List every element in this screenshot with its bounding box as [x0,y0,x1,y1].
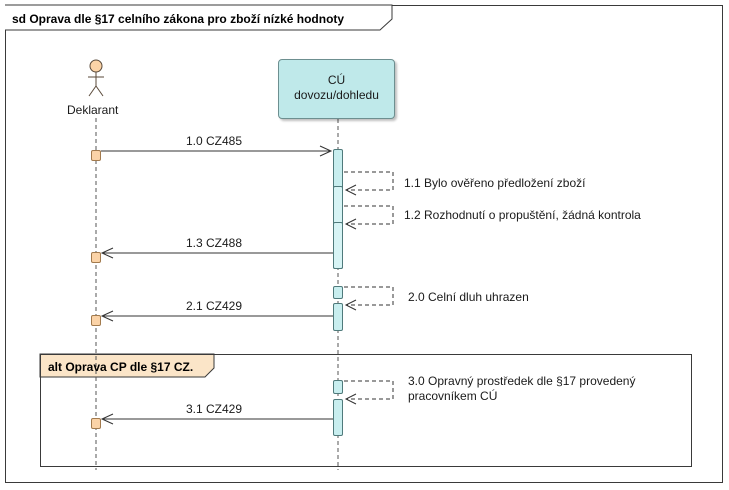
message-3-0-self-arrow [344,380,394,400]
message-3-1-arrow [100,413,333,425]
cu-activation-3-1 [333,399,343,436]
cu-lifeline-name: CÚ [327,73,346,87]
cu-activation-1-2 [333,222,343,269]
actor-activation-3-1 [91,418,101,429]
message-2-0-self-arrow [344,286,394,306]
message-1-1-label: 1.1 Bylo ověřeno předložení zboží [404,176,586,190]
cu-activation-2-1 [333,303,343,331]
message-3-0-label-line2: pracovníkem CÚ [408,389,498,403]
message-3-1-label: 3.1 CZ429 [186,402,243,416]
frame-title: sd Oprava dle §17 celního zákona pro zbo… [12,12,345,26]
message-1-2-label: 1.2 Rozhodnutí o propuštění, žádná kontr… [404,208,641,222]
message-1-1-self-arrow [344,171,394,191]
alt-fragment-label: alt Oprava CP dle §17 CZ. [48,360,194,374]
actor-activation-1-0 [91,150,101,161]
message-1-3-label: 1.3 CZ488 [186,236,243,250]
actor-activation-2-1 [91,315,101,326]
message-1-0-arrow [101,145,333,157]
cu-lifeline-subname: dovozu/dohledu [294,88,379,102]
message-2-1-arrow [100,310,333,322]
message-2-0-label: 2.0 Celní dluh uhrazen [408,290,529,304]
frame-title-tab [5,4,393,31]
message-2-1-label: 2.1 CZ429 [186,299,243,313]
message-1-0-label: 1.0 CZ485 [186,134,243,148]
cu-activation-3-0 [333,380,343,394]
stick-figure-actor-icon [88,59,104,97]
actor-activation-1-3 [91,252,101,263]
cu-activation-2-0 [333,286,343,299]
actor-label: Deklarant [67,103,119,117]
cu-lifeline-head[interactable]: CÚ dovozu/dohledu [278,59,395,119]
alt-fragment [40,354,692,467]
message-1-2-self-arrow [344,205,394,225]
message-1-3-arrow [100,247,333,259]
message-3-0-label-line1: 3.0 Opravný prostředek dle §17 provedený [408,374,636,388]
